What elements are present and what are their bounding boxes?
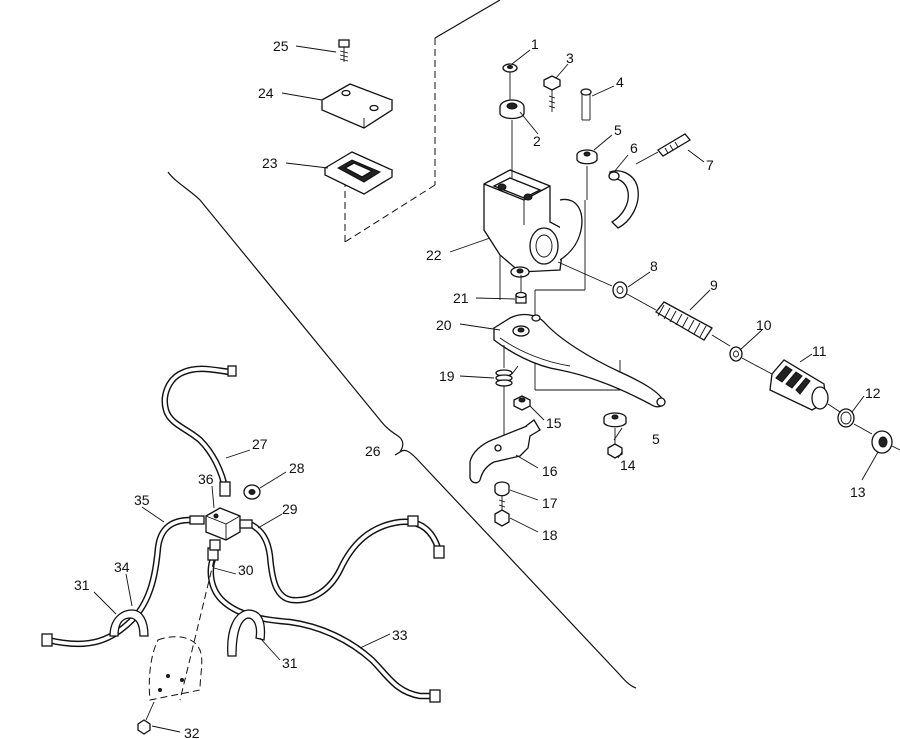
callout-9: 9 [710, 277, 718, 293]
brake-hose-29 [246, 515, 445, 604]
clamp-6 [608, 170, 639, 229]
callout-28: 28 [289, 460, 305, 476]
callout-3: 3 [566, 50, 574, 66]
mounting-plate [148, 559, 215, 701]
banjo-fitting-28 [243, 484, 261, 500]
master-cylinder [483, 169, 583, 278]
callout-36: 36 [198, 471, 214, 487]
callout-31-right: 31 [282, 655, 298, 671]
spring-9 [655, 301, 713, 341]
brake-lever-20 [493, 313, 666, 408]
callout-30: 30 [238, 562, 254, 578]
reservoir-cover [320, 83, 394, 129]
callout-25: 25 [273, 38, 289, 54]
bracket-16 [469, 419, 542, 484]
screw-32 [137, 701, 155, 735]
callout-labels: 1 2 3 4 5 5 6 7 8 9 10 11 12 13 14 15 16… [74, 36, 881, 739]
nut-14 [607, 428, 623, 459]
reservoir-cap-1 [502, 63, 518, 73]
snap-ring-12 [837, 408, 855, 428]
callout-27: 27 [252, 436, 268, 452]
bushing-21 [515, 291, 527, 304]
callout-35: 35 [134, 492, 150, 508]
divider-lines [167, 0, 637, 689]
washer-5-lower [603, 412, 627, 428]
boot-13 [871, 430, 900, 454]
callout-5-lower: 5 [652, 431, 660, 447]
washer-8 [612, 281, 628, 299]
callout-7: 7 [706, 157, 714, 173]
callout-8: 8 [650, 258, 658, 274]
bolt-18 [494, 496, 510, 527]
brake-hose-30-33 [207, 547, 441, 703]
seal-cup-2 [499, 99, 525, 120]
callout-24: 24 [258, 85, 274, 101]
callout-11: 11 [812, 343, 827, 359]
brake-hose-34-35 [41, 516, 194, 648]
hose-clip-31-left [109, 609, 149, 637]
callout-14: 14 [620, 457, 636, 473]
callout-1: 1 [531, 36, 539, 52]
reservoir-screw [338, 39, 350, 62]
callout-4: 4 [616, 74, 624, 90]
callout-19: 19 [439, 368, 455, 384]
callout-22: 22 [426, 247, 442, 263]
clamp-screw-7 [635, 133, 691, 165]
callout-18: 18 [542, 527, 558, 543]
pivot-pin-4 [580, 88, 592, 121]
distribution-block-36 [189, 507, 253, 551]
washer-17 [494, 481, 510, 497]
callout-34: 34 [114, 559, 130, 575]
hose-clip-31-right [227, 609, 266, 657]
callout-15: 15 [546, 415, 562, 431]
bolt-3 [543, 75, 561, 112]
nut-15 [513, 395, 531, 411]
callout-33: 33 [392, 627, 408, 643]
callout-20: 20 [436, 317, 452, 333]
callout-16: 16 [542, 463, 558, 479]
washer-10 [729, 346, 743, 362]
callout-10: 10 [756, 317, 772, 333]
brake-hose-27 [161, 365, 237, 497]
callout-31-left: 31 [74, 577, 90, 593]
callout-26: 26 [365, 443, 381, 459]
return-spring-19 [495, 365, 519, 395]
callout-21: 21 [453, 290, 469, 306]
callout-17: 17 [542, 495, 558, 511]
callout-32: 32 [184, 725, 200, 739]
piston-11 [769, 359, 829, 411]
callout-6: 6 [630, 140, 638, 156]
leader-lines [93, 45, 879, 733]
reservoir-diaphragm [323, 151, 394, 195]
callout-23: 23 [262, 155, 278, 171]
callout-13: 13 [850, 484, 866, 500]
washer-5-top [576, 149, 598, 165]
callout-2: 2 [533, 133, 541, 149]
callout-29: 29 [282, 501, 298, 517]
callout-12: 12 [865, 385, 881, 401]
callout-5-top: 5 [614, 122, 622, 138]
